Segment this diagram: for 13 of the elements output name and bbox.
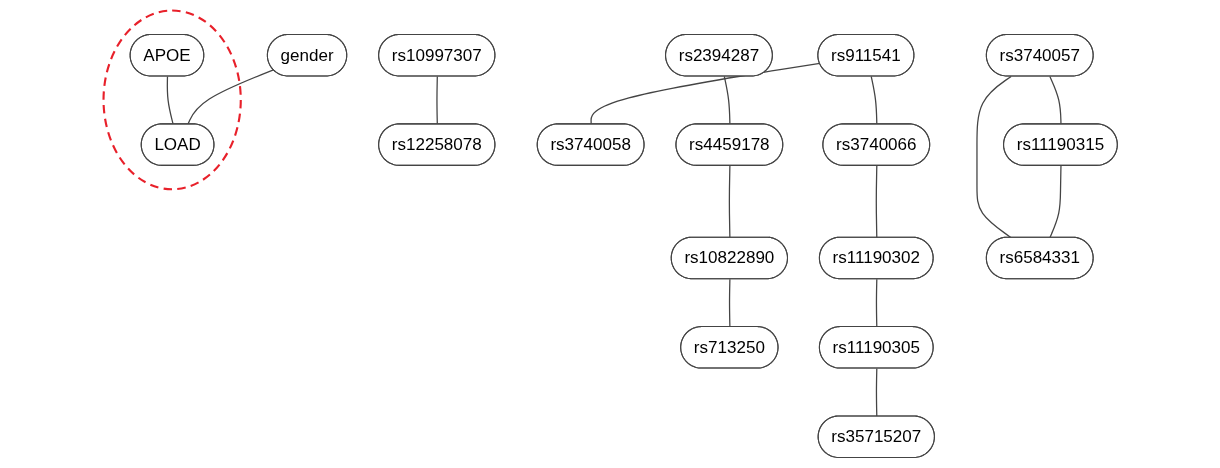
connector bbox=[975, 75, 1012, 239]
connector bbox=[1048, 75, 1062, 125]
cluster bbox=[102, 9, 242, 191]
connector bbox=[875, 165, 878, 239]
connector bbox=[870, 75, 878, 125]
connector bbox=[1048, 165, 1062, 239]
connector bbox=[435, 75, 438, 125]
connector bbox=[723, 75, 731, 125]
connector bbox=[728, 165, 731, 239]
connector bbox=[728, 278, 731, 328]
connector bbox=[186, 69, 274, 125]
connector bbox=[875, 278, 878, 328]
connector bbox=[166, 75, 174, 125]
